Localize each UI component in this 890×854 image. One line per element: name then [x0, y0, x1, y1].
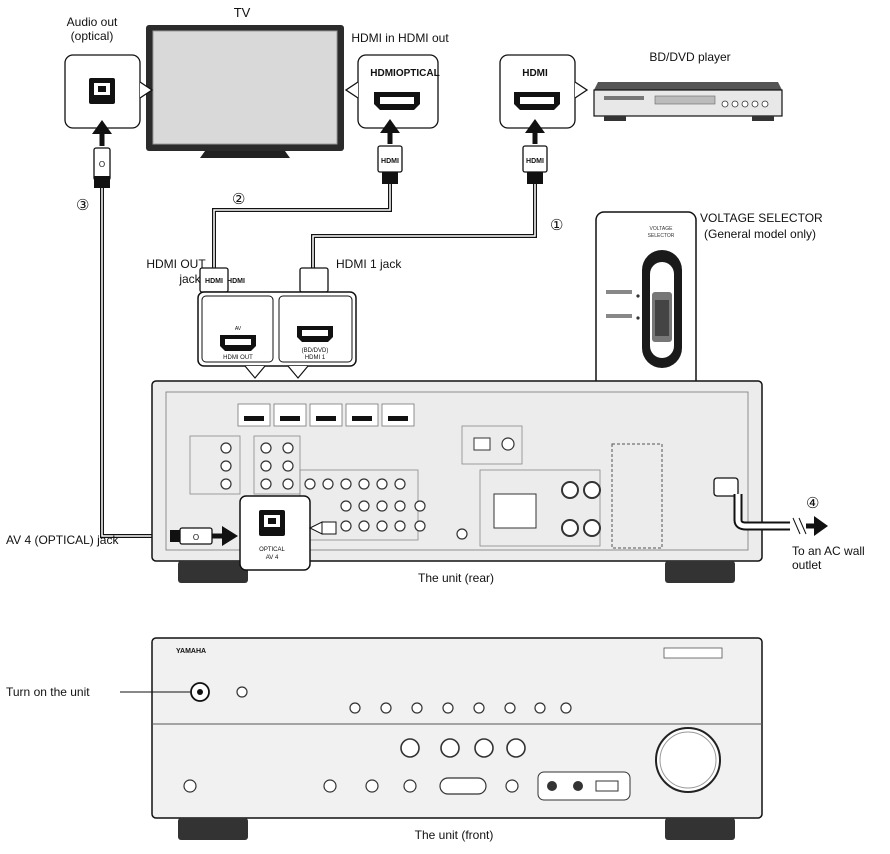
av4-inset-label-2: AV 4 — [266, 555, 279, 561]
optical-plug-av4-label: O — [193, 533, 199, 542]
turn-on-label: Turn on the unit — [6, 685, 90, 699]
hdmi-out-plug-right-label: HDMI — [227, 278, 245, 285]
voltage-selector-label: VOLTAGE SELECTOR — [700, 211, 823, 225]
bd-dvd-player-label: BD/DVD player — [649, 50, 730, 64]
front-foot-left — [178, 818, 248, 840]
audio-out-label: Audio out — [67, 15, 118, 29]
power-icon — [197, 689, 203, 695]
power-cord-inlet — [713, 477, 739, 497]
jack-hdmi-1-label-2: HDMI 1 — [305, 355, 326, 361]
audio-out-optical-label: (optical) — [71, 29, 114, 43]
bd-hdmi-label: HDMI — [522, 68, 548, 79]
hdmi-optical-label: HDMIOPTICAL — [370, 68, 439, 79]
voltage-inset-title-1: VOLTAGE — [650, 226, 674, 232]
hdmi-in-hdmi-out-label: HDMI in HDMI out — [351, 31, 449, 45]
tv — [146, 25, 344, 158]
av4-inset-label-1: OPTICAL — [259, 547, 285, 553]
rear-foot-right — [665, 561, 735, 583]
jack-hdmi-1-label-1: (BD/DVD) — [302, 348, 329, 354]
step-1-marker: ① — [550, 217, 563, 234]
tv-hdmi-in-callout — [344, 54, 439, 129]
general-model-only-label: (General model only) — [704, 227, 816, 241]
step-4-marker: ④ — [806, 495, 819, 512]
bd-hdmi-callout — [499, 54, 589, 129]
optical-plug-av4 — [170, 526, 238, 546]
unit-rear-label: The unit (rear) — [418, 571, 494, 585]
to-ac-wall-label-2: outlet — [792, 558, 822, 572]
hdmi-plug-bd-label: HDMI — [526, 158, 544, 165]
audio-out-callout — [64, 54, 154, 129]
tv-screen — [153, 31, 337, 144]
optical-plug-tv-label: O — [99, 160, 105, 169]
av4-optical-inset — [239, 495, 337, 571]
to-ac-wall-label-1: To an AC wall — [792, 544, 865, 558]
arrow-right-icon — [814, 516, 828, 536]
hdmi-out-plug-left-label: HDMI — [205, 278, 223, 285]
cable-hdmi-bd — [311, 182, 537, 268]
voltage-inset-title-2: SELECTOR — [648, 233, 675, 239]
front-foot-right — [665, 818, 735, 840]
step-3-marker: ③ — [76, 197, 89, 214]
hdmi-plug-bd — [522, 145, 548, 184]
hdmi-out-jack-label-1: HDMI OUT — [146, 257, 206, 271]
yamaha-logo: YAMAHA — [176, 648, 206, 655]
voltage-selector-location — [611, 443, 663, 549]
optical-plug-tv — [93, 147, 111, 188]
av4-optical-jack-label: AV 4 (OPTICAL) jack — [6, 533, 119, 547]
step-2-marker: ② — [232, 191, 245, 208]
hdmi-plug-tv — [377, 145, 403, 184]
hdmi-plug-tv-label: HDMI — [381, 158, 399, 165]
unit-front — [151, 637, 763, 840]
bd-dvd-player — [593, 82, 783, 121]
hdmi-1-jack-label: HDMI 1 jack — [336, 257, 402, 271]
hdmi-out-jack-label-2: jack — [178, 272, 201, 286]
arrow-right-icon — [222, 526, 238, 546]
hdmi-jacks-inset — [197, 291, 357, 379]
rear-foot-left — [178, 561, 248, 583]
tv-stand — [200, 151, 290, 158]
voltage-selector-inset — [595, 211, 697, 443]
unit-front-label: The unit (front) — [415, 828, 494, 842]
jack-hdmi-out-label: HDMI OUT — [223, 355, 253, 361]
jack-av-label: AV — [235, 326, 242, 332]
tv-label: TV — [234, 5, 251, 20]
